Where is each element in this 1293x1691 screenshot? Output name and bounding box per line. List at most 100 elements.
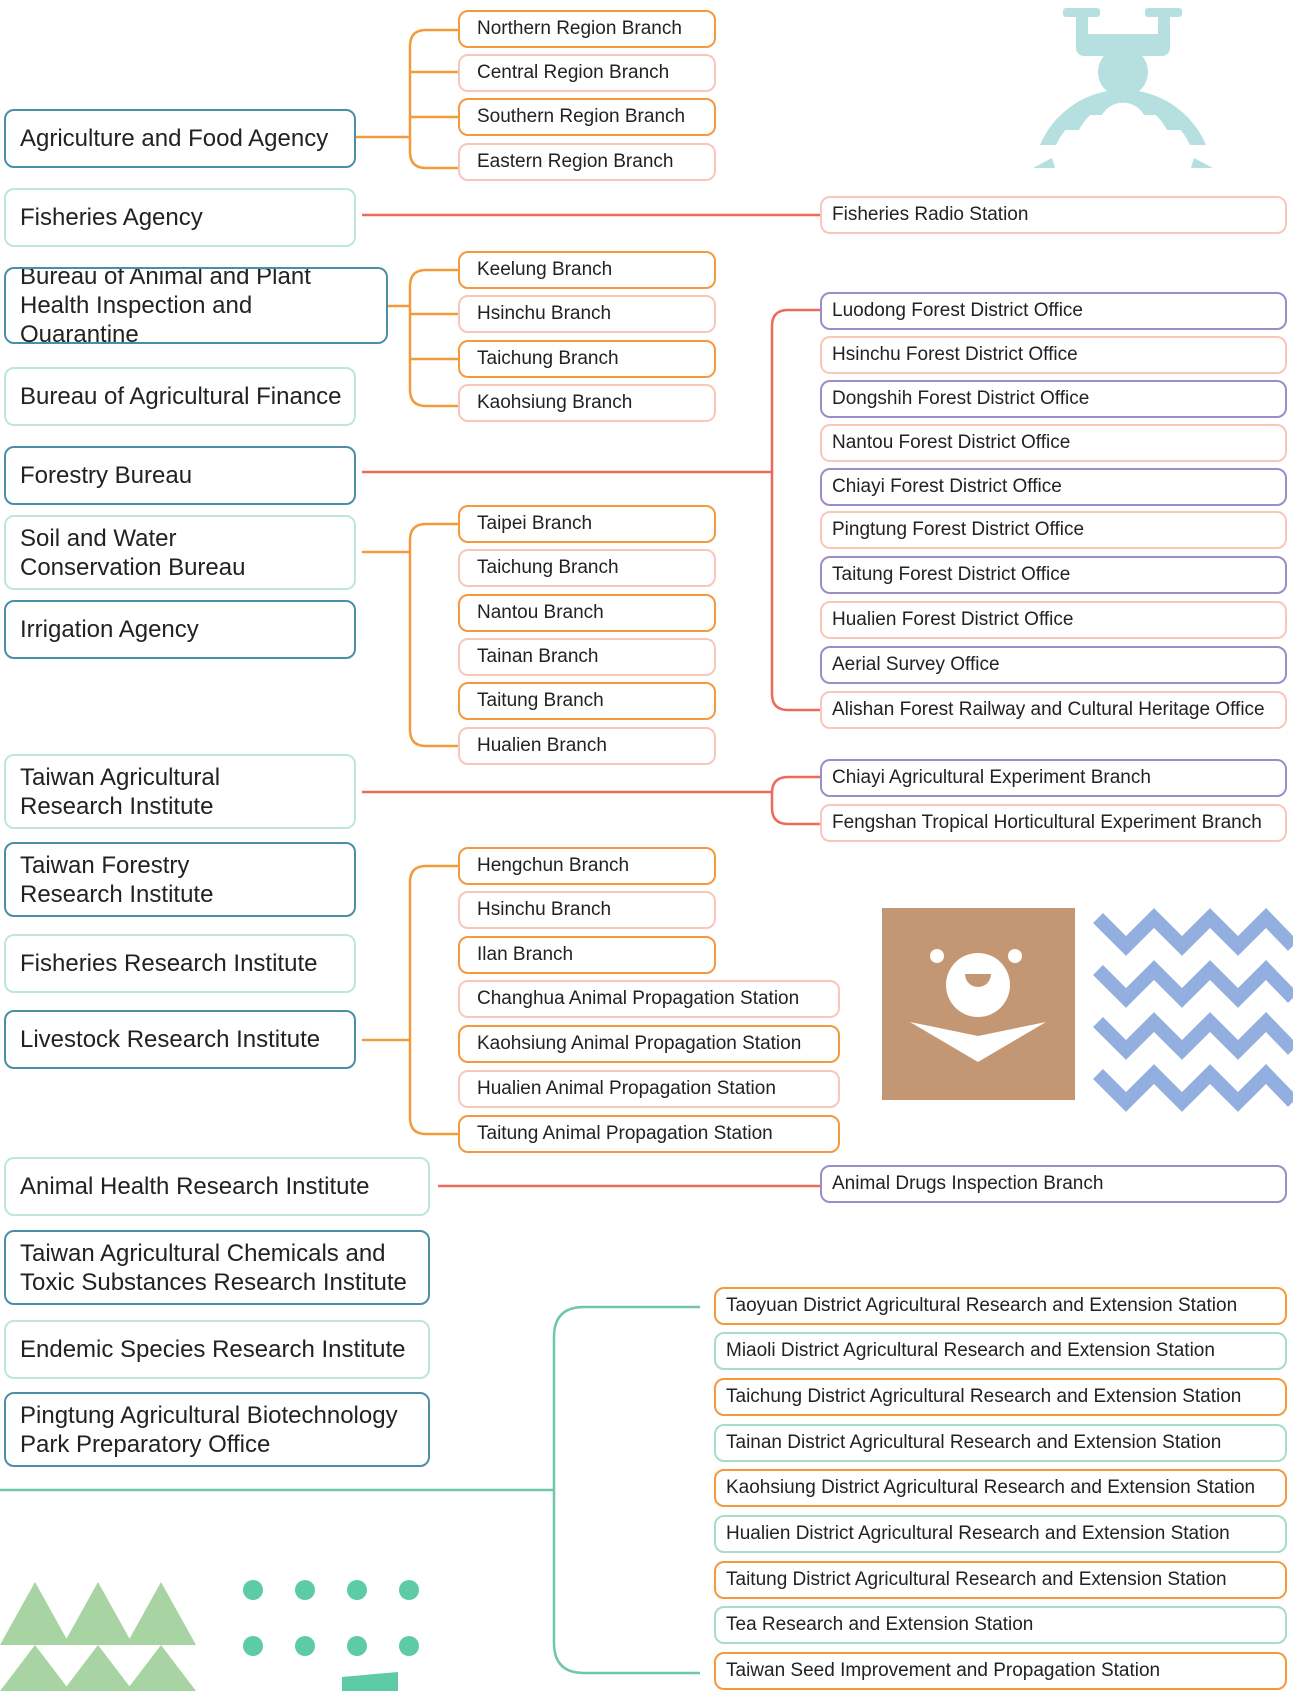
station-label: Miaoli District Agricultural Research an… bbox=[726, 1340, 1215, 1361]
branch-box-baphiq[interactable]: Taichung Branch bbox=[458, 340, 716, 378]
station-label: Taitung District Agricultural Research a… bbox=[726, 1569, 1227, 1590]
office-box-forestry[interactable]: Chiayi Forest District Office bbox=[820, 468, 1287, 506]
branch-box-afa[interactable]: Eastern Region Branch bbox=[458, 143, 716, 181]
agency-label: Pingtung Agricultural Biotechnology Park… bbox=[20, 1401, 398, 1458]
agency-box-fisheries-research[interactable]: Fisheries Research Institute bbox=[4, 934, 356, 993]
office-box-forestry[interactable]: Luodong Forest District Office bbox=[820, 292, 1287, 330]
station-label: Kaohsiung District Agricultural Research… bbox=[726, 1477, 1256, 1498]
station-box[interactable]: Taiwan Seed Improvement and Propagation … bbox=[714, 1652, 1287, 1690]
office-label: Hsinchu Forest District Office bbox=[832, 344, 1078, 365]
office-label: Dongshih Forest District Office bbox=[832, 388, 1090, 409]
office-label: Aerial Survey Office bbox=[832, 654, 1000, 675]
office-box-forestry[interactable]: Pingtung Forest District Office bbox=[820, 511, 1287, 549]
agency-label: Taiwan Forestry Research Institute bbox=[20, 851, 214, 908]
agency-box-swcb[interactable]: Soil and Water Conservation Bureau bbox=[4, 515, 356, 590]
connector-livestock bbox=[362, 864, 458, 1136]
station-box[interactable]: Taitung District Agricultural Research a… bbox=[714, 1561, 1287, 1599]
branch-label: Taitung Branch bbox=[477, 690, 604, 711]
unit-box-livestock[interactable]: Changhua Animal Propagation Station bbox=[458, 980, 840, 1018]
branch-box-swcb[interactable]: Taitung Branch bbox=[458, 682, 716, 720]
unit-box-livestock[interactable]: Hualien Animal Propagation Station bbox=[458, 1070, 840, 1108]
branch-box-swcb[interactable]: Nantou Branch bbox=[458, 594, 716, 632]
unit-box-livestock[interactable]: Taitung Animal Propagation Station bbox=[458, 1115, 840, 1153]
agency-box-agriculture-food[interactable]: Agriculture and Food Agency bbox=[4, 109, 356, 168]
agency-box-acrti[interactable]: Taiwan Agricultural Chemicals and Toxic … bbox=[4, 1230, 430, 1305]
station-box[interactable]: Taoyuan District Agricultural Research a… bbox=[714, 1287, 1287, 1325]
office-label: Hualien Forest District Office bbox=[832, 609, 1074, 630]
branch-box-swcb[interactable]: Hualien Branch bbox=[458, 727, 716, 765]
office-label: Chiayi Forest District Office bbox=[832, 476, 1062, 497]
station-box[interactable]: Tea Research and Extension Station bbox=[714, 1606, 1287, 1644]
branch-label: Fengshan Tropical Horticultural Experime… bbox=[832, 812, 1262, 833]
station-label: Tea Research and Extension Station bbox=[726, 1614, 1034, 1635]
agency-box-pingtung-park[interactable]: Pingtung Agricultural Biotechnology Park… bbox=[4, 1392, 430, 1467]
unit-label: Taitung Animal Propagation Station bbox=[477, 1123, 773, 1144]
branch-label: Northern Region Branch bbox=[477, 18, 682, 39]
branch-box-tari[interactable]: Chiayi Agricultural Experiment Branch bbox=[820, 759, 1287, 797]
station-box[interactable]: Kaohsiung District Agricultural Research… bbox=[714, 1469, 1287, 1507]
office-box-forestry[interactable]: Hualien Forest District Office bbox=[820, 601, 1287, 639]
agency-box-tfri[interactable]: Taiwan Forestry Research Institute bbox=[4, 842, 356, 917]
agency-box-tari[interactable]: Taiwan Agricultural Research Institute bbox=[4, 754, 356, 829]
unit-box-livestock[interactable]: Ilan Branch bbox=[458, 936, 716, 974]
branch-box-tari[interactable]: Fengshan Tropical Horticultural Experime… bbox=[820, 804, 1287, 842]
office-label: Nantou Forest District Office bbox=[832, 432, 1071, 453]
agency-label: Bureau of Agricultural Finance bbox=[20, 383, 342, 410]
branch-box-afa[interactable]: Northern Region Branch bbox=[458, 10, 716, 48]
agency-box-endemic-species[interactable]: Endemic Species Research Institute bbox=[4, 1320, 430, 1379]
unit-label: Ilan Branch bbox=[477, 944, 574, 965]
connector-afa bbox=[356, 28, 458, 170]
station-label: Tainan District Agricultural Research an… bbox=[726, 1432, 1222, 1453]
station-box[interactable]: Miaoli District Agricultural Research an… bbox=[714, 1332, 1287, 1370]
branch-box-swcb[interactable]: Taichung Branch bbox=[458, 549, 716, 587]
station-label: Hualien District Agricultural Research a… bbox=[726, 1523, 1230, 1544]
branch-box-baphiq[interactable]: Hsinchu Branch bbox=[458, 295, 716, 333]
agency-label: Soil and Water Conservation Bureau bbox=[20, 524, 246, 581]
branch-box-swcb[interactable]: Taipei Branch bbox=[458, 505, 716, 543]
station-box[interactable]: Hualien District Agricultural Research a… bbox=[714, 1515, 1287, 1553]
agency-box-agri-finance[interactable]: Bureau of Agricultural Finance bbox=[4, 367, 356, 426]
office-box-forestry[interactable]: Taitung Forest District Office bbox=[820, 556, 1287, 594]
station-label: Taoyuan District Agricultural Research a… bbox=[726, 1295, 1238, 1316]
agency-box-irrigation[interactable]: Irrigation Agency bbox=[4, 600, 356, 659]
agency-box-livestock[interactable]: Livestock Research Institute bbox=[4, 1010, 356, 1069]
branch-label: Hsinchu Branch bbox=[477, 303, 612, 324]
agency-label: Taiwan Agricultural Research Institute bbox=[20, 763, 221, 820]
office-box-forestry[interactable]: Hsinchu Forest District Office bbox=[820, 336, 1287, 374]
branch-label: Taipei Branch bbox=[477, 513, 593, 534]
unit-label: Animal Drugs Inspection Branch bbox=[832, 1173, 1104, 1194]
agency-label: Taiwan Agricultural Chemicals and Toxic … bbox=[20, 1239, 407, 1296]
agency-label: Livestock Research Institute bbox=[20, 1026, 321, 1053]
branch-label: Central Region Branch bbox=[477, 62, 670, 83]
office-box-forestry[interactable]: Alishan Forest Railway and Cultural Heri… bbox=[820, 691, 1287, 729]
agency-box-forestry[interactable]: Forestry Bureau bbox=[4, 446, 356, 505]
branch-box-baphiq[interactable]: Kaohsiung Branch bbox=[458, 384, 716, 422]
station-box[interactable]: Tainan District Agricultural Research an… bbox=[714, 1424, 1287, 1462]
unit-label: Hengchun Branch bbox=[477, 855, 630, 876]
agency-box-fisheries[interactable]: Fisheries Agency bbox=[4, 188, 356, 247]
office-box-forestry[interactable]: Dongshih Forest District Office bbox=[820, 380, 1287, 418]
office-label: Taitung Forest District Office bbox=[832, 564, 1071, 585]
branch-box-afa[interactable]: Central Region Branch bbox=[458, 54, 716, 92]
unit-box-livestock[interactable]: Hsinchu Branch bbox=[458, 891, 716, 929]
agency-box-animal-health[interactable]: Animal Health Research Institute bbox=[4, 1157, 430, 1216]
agency-label: Forestry Bureau bbox=[20, 462, 193, 489]
unit-box-livestock[interactable]: Kaohsiung Animal Propagation Station bbox=[458, 1025, 840, 1063]
unit-box-animal-drugs[interactable]: Animal Drugs Inspection Branch bbox=[820, 1165, 1287, 1203]
branch-box-baphiq[interactable]: Keelung Branch bbox=[458, 251, 716, 289]
unit-box-fisheries-radio[interactable]: Fisheries Radio Station bbox=[820, 196, 1287, 234]
agency-label: Irrigation Agency bbox=[20, 616, 199, 643]
office-box-forestry[interactable]: Nantou Forest District Office bbox=[820, 424, 1287, 462]
unit-box-livestock[interactable]: Hengchun Branch bbox=[458, 847, 716, 885]
connector-stations bbox=[0, 1305, 700, 1675]
tree-pattern bbox=[0, 1582, 196, 1691]
branch-box-swcb[interactable]: Tainan Branch bbox=[458, 638, 716, 676]
office-box-forestry[interactable]: Aerial Survey Office bbox=[820, 646, 1287, 684]
branch-label: Nantou Branch bbox=[477, 602, 604, 623]
station-box[interactable]: Taichung District Agricultural Research … bbox=[714, 1378, 1287, 1416]
agency-label: Agriculture and Food Agency bbox=[20, 125, 329, 152]
branch-box-afa[interactable]: Southern Region Branch bbox=[458, 98, 716, 136]
agency-box-baphiq[interactable]: Bureau of Animal and Plant Health Inspec… bbox=[4, 267, 388, 344]
drone-illustration bbox=[1033, 8, 1213, 168]
connector-baphiq bbox=[388, 268, 458, 408]
